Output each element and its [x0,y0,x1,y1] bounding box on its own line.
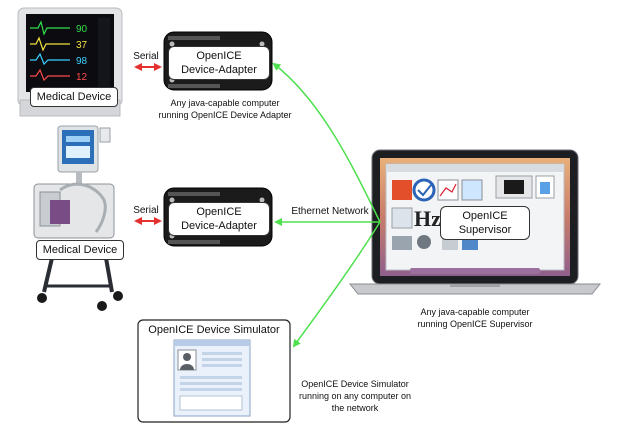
simulator-window [137,319,291,423]
adapter-top-title-line1: OpenICE [196,50,242,62]
ventilator-label: Medical Device [36,240,124,260]
supervisor-title: OpenICE Supervisor [440,206,530,240]
adapter-top-caption: Any java-capable computer running OpenIC… [158,98,292,120]
adapter-mid-title-line2: Device-Adapter [181,220,257,232]
monitor-label-text: Medical Device [36,91,112,103]
serial-label-mid: Serial [133,205,159,216]
serial-label-top: Serial [133,51,159,62]
adapter-mid-title: OpenICE Device-Adapter [168,202,270,236]
svg-text:90: 90 [76,24,88,35]
ventilator-label-text: Medical Device [42,244,118,256]
simulator-title: OpenICE Device Simulator [148,324,280,336]
adapter-mid-title-line1: OpenICE [196,206,242,218]
simulator-caption: OpenICE Device Simulator running on any … [298,379,412,413]
network-link-top [272,62,381,223]
svg-text:98: 98 [76,56,88,67]
svg-text:12: 12 [76,72,88,83]
adapter-top-title: OpenICE Device-Adapter [168,46,270,80]
ventilator [33,125,123,311]
network-label: Ethernet Network [291,206,369,217]
svg-text:Hz: Hz [414,206,441,231]
monitor-label: Medical Device [30,87,118,107]
supervisor-title-line2: Supervisor [458,224,512,236]
svg-text:37: 37 [76,40,88,51]
supervisor-caption: Any java-capable computer running OpenIC… [417,307,533,329]
adapter-top-title-line2: Device-Adapter [181,64,257,76]
supervisor-laptop: Hz [348,149,602,295]
network-link-bottom [292,221,381,348]
supervisor-title-line1: OpenICE [462,210,508,222]
